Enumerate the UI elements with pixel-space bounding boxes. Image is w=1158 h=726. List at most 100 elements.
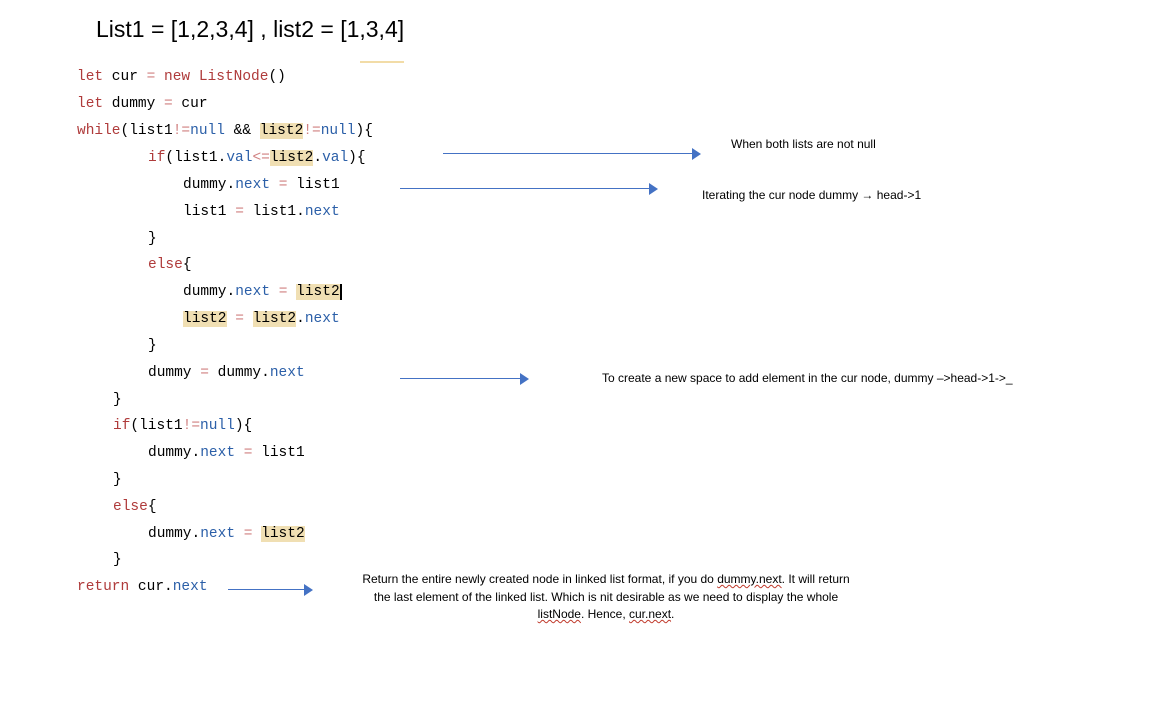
arrow-right-icon: [443, 148, 701, 160]
fn: ListNode: [198, 69, 269, 85]
kw: let: [77, 96, 104, 112]
arrow-right-icon: [228, 584, 313, 596]
highlight: list2: [269, 150, 314, 166]
page-title: List1 = [1,2,3,4] , list2 = [1,3,4]: [96, 16, 405, 42]
text: dummy.: [183, 284, 236, 300]
code-line-19: }: [113, 552, 122, 568]
text: .: [296, 311, 305, 327]
text: (list1: [120, 123, 173, 139]
code-line-4: if(list1.val<=list2.val){: [148, 149, 366, 167]
text: cur.next: [629, 607, 672, 621]
text: . Hence,: [580, 607, 629, 621]
op: =: [226, 311, 253, 327]
text: cur: [172, 96, 208, 112]
text: (list1: [130, 418, 183, 434]
text: dummy.: [148, 445, 201, 461]
note-new-space: To create a new space to add element in …: [602, 371, 1013, 385]
kw: let: [77, 69, 104, 85]
prop: next: [304, 311, 340, 327]
text: {: [147, 499, 157, 515]
text: . It will return the last element of the…: [373, 572, 850, 604]
kw: else: [148, 257, 183, 273]
code-line-6: list1 = list1.next: [183, 203, 340, 221]
text: ){: [234, 418, 253, 434]
code-line-2: let dummy = cur: [77, 95, 208, 113]
op: =: [235, 445, 262, 461]
arrow-right-icon: [400, 373, 529, 385]
text: cur.: [129, 579, 173, 595]
text: Return the entire newly created node in …: [362, 572, 718, 586]
code-line-13: }: [113, 392, 122, 408]
code-line-15: dummy.next = list1: [148, 444, 305, 462]
op: !=: [303, 123, 321, 139]
text: (list1.: [165, 150, 227, 166]
prop: next: [235, 284, 271, 300]
arrow-right-icon: [400, 183, 658, 195]
op: !=: [182, 418, 201, 434]
text: (): [268, 69, 286, 85]
code-line-14: if(list1!=null){: [113, 417, 252, 435]
text: list1: [296, 177, 340, 193]
code-line-16: }: [113, 472, 122, 488]
code-line-8: else{: [148, 256, 192, 274]
text: dummy.: [208, 365, 270, 381]
code-line-7: }: [148, 231, 157, 247]
code-line-11: }: [148, 338, 157, 354]
op: =: [270, 284, 297, 300]
code-line-10: list2 = list2.next: [183, 310, 340, 328]
code-line-1: let cur = new ListNode(): [77, 68, 286, 86]
text: ){: [355, 123, 373, 139]
highlight: list2: [261, 526, 305, 542]
text: list1: [261, 445, 305, 461]
prop: next: [200, 526, 236, 542]
null: null: [200, 418, 235, 434]
op: =: [235, 526, 262, 542]
op: =: [164, 96, 173, 112]
null: null: [320, 123, 356, 139]
text: dummy.: [183, 177, 236, 193]
var: cur: [103, 69, 147, 85]
text: listNode: [537, 607, 581, 621]
highlight: list2: [296, 284, 342, 300]
var: dummy: [103, 96, 165, 112]
op: =: [200, 365, 209, 381]
highlight: list2: [259, 123, 304, 139]
text: dummy.next: [717, 572, 782, 586]
note-both-not-null: When both lists are not null: [731, 137, 876, 151]
prop: next: [172, 579, 208, 595]
text: {: [182, 257, 192, 273]
title-underline-decoration: [360, 61, 404, 63]
prop: val: [322, 150, 349, 166]
op: =: [146, 69, 156, 85]
text: dummy.: [148, 526, 201, 542]
kw: return: [77, 579, 130, 595]
op: !=: [172, 123, 191, 139]
text: .: [671, 607, 675, 621]
kw: while: [77, 123, 121, 139]
code-line-20: return cur.next: [77, 578, 208, 596]
code-line-9: dummy.next = list2: [183, 283, 342, 301]
prop: next: [235, 177, 271, 193]
text: list1.: [243, 204, 305, 220]
code-line-18: dummy.next = list2: [148, 525, 305, 543]
code-line-5: dummy.next = list1: [183, 176, 340, 194]
kw: new: [155, 69, 199, 85]
kw: else: [113, 499, 148, 515]
code-line-17: else{: [113, 498, 157, 516]
kw: if: [148, 150, 166, 166]
kw: if: [113, 418, 131, 434]
highlight: list2: [252, 311, 297, 327]
prop: next: [200, 445, 236, 461]
text: dummy: [148, 365, 201, 381]
op: =: [235, 204, 244, 220]
note-iterating: Iterating the cur node dummy → head->1: [702, 188, 922, 202]
prop: next: [269, 365, 305, 381]
code-line-3: while(list1!=null && list2!=null){: [77, 122, 373, 140]
code-line-12: dummy = dummy.next: [148, 364, 305, 382]
prop: val: [226, 150, 253, 166]
text: &&: [224, 123, 260, 139]
op: =: [270, 177, 297, 193]
null: null: [190, 123, 225, 139]
text: ){: [348, 150, 366, 166]
prop: next: [304, 204, 340, 220]
